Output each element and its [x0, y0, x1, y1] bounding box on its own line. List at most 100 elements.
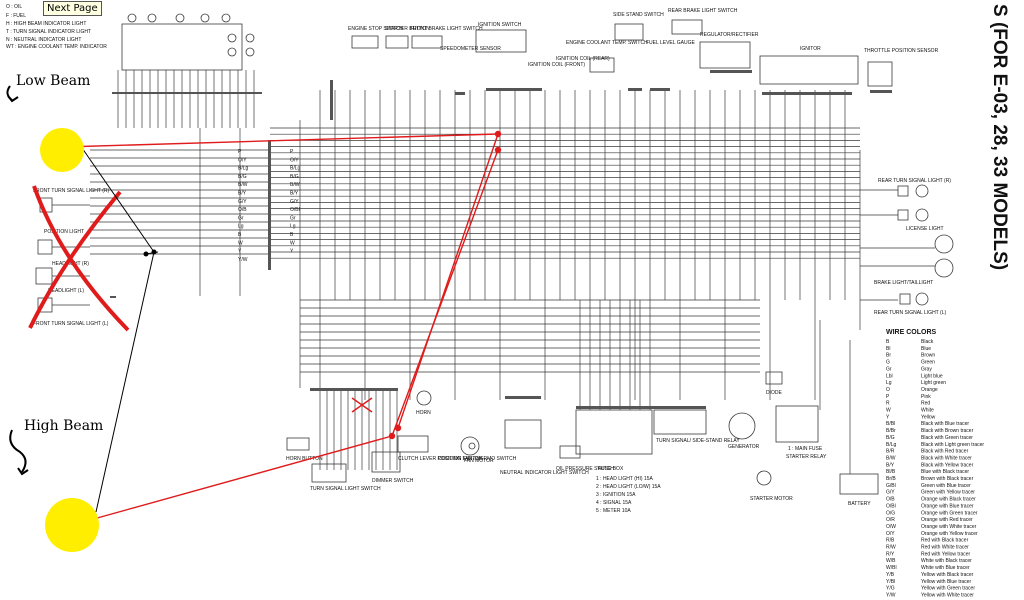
black-markup — [6, 85, 159, 513]
wire-color-name: Gray — [921, 366, 932, 372]
legend-line-3: T : TURN SIGNAL INDICATOR LIGHT — [6, 29, 91, 35]
cooling-fan-label: COOLING FAN THERMO SWITCH — [438, 456, 517, 462]
battery-label: BATTERY — [848, 501, 871, 507]
wire-color-name: Green with Yellow tracer — [921, 490, 975, 496]
wire-color-code: Gr — [886, 366, 892, 372]
neutral-label: NEUTRAL INDICATOR LIGHT SWITCH — [500, 470, 589, 476]
wire-color-code: O/W — [886, 524, 896, 530]
fuse-line-4: 5 : METER 10A — [596, 508, 631, 514]
wire-color-name: Brown with Black tracer — [921, 476, 974, 482]
position-label: POSITION LIGHT — [44, 229, 84, 235]
wire-color-code: R — [886, 401, 890, 407]
headlight-r-label: HEADLIGHT (R) — [52, 261, 89, 267]
legend-line-5: WT : ENGINE COOLANT TEMP. INDICATOR — [6, 44, 107, 50]
rear-turn-r-label: REAR TURN SIGNAL LIGHT (R) — [878, 178, 951, 184]
diagram-title: S (FOR E-03, 28, 33 MODELS) — [989, 4, 1010, 270]
wire-color-name: Yellow with Green tracer — [921, 586, 975, 592]
wire-color-code: O/Y — [886, 531, 895, 537]
high-beam-wire — [71, 435, 393, 526]
wire-color-code: Bl/B — [886, 469, 896, 475]
fuse-line-1: 2 : HEAD LIGHT (LO/W) 15A — [596, 484, 661, 490]
wire-color-name: Light blue — [921, 373, 943, 379]
wire-color-name: Black with White tracer — [921, 456, 972, 462]
main-fuse-label: 1 : MAIN FUSE — [788, 446, 823, 452]
oil-pressure-label: OIL PRESSURE SWITCH — [556, 466, 614, 472]
high-beam-arrow — [9, 429, 29, 476]
wire-color-name: White with Blue tracer — [921, 565, 970, 571]
harness-right-code: G/Y — [290, 199, 299, 205]
red-link-1 — [391, 149, 499, 437]
harness-left-code: G/Y — [238, 199, 247, 205]
wire-color-code: Lbl — [886, 373, 893, 379]
horn-label: HORN — [416, 410, 431, 416]
wire-color-name: Red — [921, 401, 930, 407]
high-beam-annotation: High Beam — [24, 418, 103, 434]
wire-color-code: Y/Bl — [886, 579, 895, 585]
wire-color-name: Yellow with White tracer — [921, 593, 974, 599]
wire-color-code: R/W — [886, 545, 896, 551]
low-beam-lamp — [40, 128, 84, 172]
wire-color-name: Orange with Red tracer — [921, 517, 973, 523]
ign-coil-front-label: IGNITION COIL (FRONT) — [528, 62, 585, 68]
harness-right-code: Lg — [290, 224, 296, 230]
wire-color-code: G/Bl — [886, 483, 896, 489]
harness-right-code: W — [290, 240, 295, 246]
wire-color-code: B/Bl — [886, 421, 895, 427]
wire-color-code: Y/G — [886, 586, 895, 592]
wire-color-name: Black with Blue tracer — [921, 421, 969, 427]
wire-color-name: Red with Black tracer — [921, 538, 969, 544]
top-components — [351, 19, 893, 87]
wire-color-name: Black — [921, 339, 934, 345]
wire-color-code: P — [886, 394, 890, 400]
wire-color-code: B/Br — [886, 428, 896, 434]
harness-right-code: Y — [290, 249, 294, 255]
starter-button-label: STARTER BUTTON — [385, 26, 430, 32]
wire-color-name: Orange with Black tracer — [921, 497, 976, 503]
wire-color-name: Yellow — [921, 414, 936, 420]
license-label: LICENSE LIGHT — [906, 226, 944, 232]
wire-color-code: W/B — [886, 558, 896, 564]
wire-color-name: Red with Yellow tracer — [921, 551, 971, 557]
wire-color-name: Orange with Blue tracer — [921, 503, 974, 509]
wire-color-code: B/R — [886, 449, 895, 455]
indicator-legend: O : OIL F : FUEL H : HIGH BEAM INDICATOR… — [6, 4, 107, 50]
wire-color-name: Blue with Black tracer — [921, 469, 969, 475]
wire-color-name: Yellow with Black tracer — [921, 572, 974, 578]
starter-relay-label: STARTER RELAY — [786, 454, 827, 460]
turn-relay-label: TURN SIGNAL/ SIDE-STAND RELAY — [656, 438, 740, 444]
ignition-switch-label: IGNITION SWITCH — [478, 22, 522, 28]
harness-left-code: B/Y — [238, 191, 247, 197]
wire-color-code: O/Bl — [886, 503, 896, 509]
wire-color-name: Red with White tracer — [921, 545, 969, 551]
fuse-line-3: 4 : SIGNAL 15A — [596, 500, 632, 506]
low-beam-annotation: Low Beam — [16, 73, 90, 89]
red-link-2 — [397, 133, 499, 429]
wire-color-code: Br — [886, 353, 891, 359]
wire-colors-title: WIRE COLORS — [886, 329, 936, 336]
harness-left-code: P — [238, 149, 242, 155]
wire-color-code: B/W — [886, 456, 896, 462]
red-markup — [28, 130, 502, 526]
harness-left-code: O/B — [238, 207, 247, 213]
wire-color-name: Orange with Green tracer — [921, 510, 978, 516]
wire-color-name: Brown — [921, 353, 935, 359]
front-turn-l-label: FRONT TURN SIGNAL LIGHT (L) — [33, 321, 109, 327]
wire-color-code: Br/B — [886, 476, 896, 482]
low-beam-wire — [63, 133, 499, 148]
harness-left-code: B/W — [238, 182, 248, 188]
low-beam-arrow — [6, 85, 19, 103]
wire-color-name: Black with Red tracer — [921, 449, 969, 455]
ignitor-label: IGNITOR — [800, 46, 821, 52]
wire-color-code: O/B — [886, 497, 895, 503]
next-page-tooltip[interactable]: Next Page — [43, 1, 102, 16]
wire-color-name: Green with Blue tracer — [921, 483, 971, 489]
wire-color-code: O — [886, 387, 890, 393]
wire-color-name: Black with Light green tracer — [921, 442, 984, 448]
rear-brake-label: REAR BRAKE LIGHT SWITCH — [668, 8, 738, 14]
wire-color-name: Yellow with Blue tracer — [921, 579, 971, 585]
wire-color-code: O/G — [886, 510, 895, 516]
small-x-mark — [351, 397, 373, 413]
wire-color-name: Blue — [921, 346, 931, 352]
